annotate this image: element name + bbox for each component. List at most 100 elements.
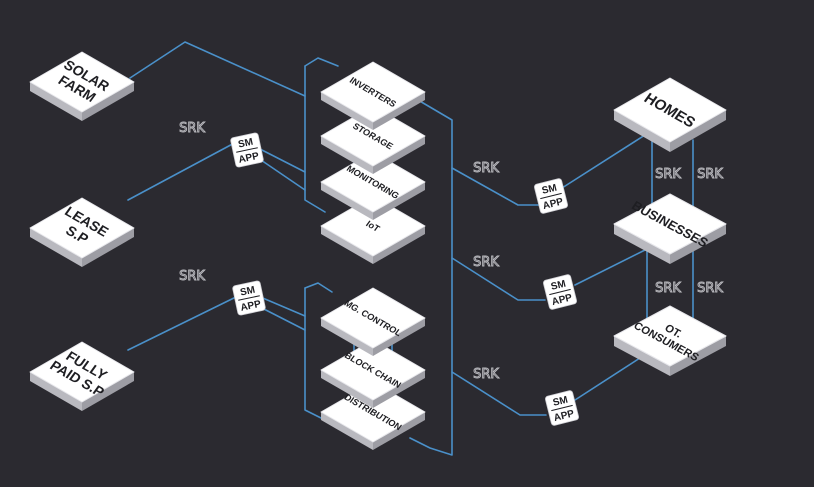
tile-businesses-side-left [614, 224, 670, 264]
frame-bottom-left [304, 287, 326, 421]
sm-app-badge-ot-divider [551, 404, 573, 412]
tile-homes-top [613, 77, 727, 143]
tile-distribution-top [320, 381, 426, 443]
srk-label-9: SRK [697, 281, 723, 296]
sm-app-badge-homes-line1: SM [541, 183, 558, 197]
tile-lease-sp-side-right [82, 228, 134, 267]
tile-storage-side-left [321, 136, 373, 174]
tile-lease-sp-side-left [30, 228, 82, 267]
tile-inverters-top [320, 61, 426, 123]
link-bus-badge-1 [451, 167, 541, 206]
link-bus-badge-3 [451, 371, 547, 416]
tile-mg-control: MG. CONTROL [320, 287, 426, 356]
link-badge-businesses [574, 249, 646, 286]
tile-iot-side-right [373, 226, 425, 264]
tile-mg-control-side-right [373, 318, 425, 356]
frame-top-cap [304, 57, 339, 67]
tile-homes-side-right [670, 110, 726, 152]
frame-bottom-cap [304, 282, 333, 293]
link-bus-badge-2 [451, 257, 546, 301]
sm-app-badge-ot-line2: APP [553, 408, 576, 424]
sm-app-badge-fully-paid-line1: SM [239, 285, 256, 299]
tile-homes-side-left [614, 110, 670, 152]
tile-monitoring-side-left [321, 182, 373, 220]
tile-storage-side-right [373, 136, 425, 174]
srk-label-3: SRK [473, 161, 499, 176]
tile-businesses-side-right [670, 224, 726, 264]
tile-inverters-side-right [373, 92, 425, 130]
tile-distribution: DISTRIBUTION [320, 381, 426, 450]
tile-monitoring-side-right [373, 182, 425, 220]
link-fully-paid-badge-bottom [257, 305, 306, 331]
sm-app-badge-lease-line2: APP [238, 151, 261, 166]
srk-label-5: SRK [473, 367, 499, 382]
link-lease-badge-bottom [257, 157, 306, 191]
frame-top-left [304, 65, 326, 213]
tile-block-chain-top [320, 339, 426, 401]
tile-fully-paid-sp-side-left [30, 372, 82, 411]
output-bus [409, 99, 453, 456]
tile-iot: IoT [320, 195, 426, 264]
sm-app-badge-businesses-line2: APP [551, 292, 574, 308]
tile-storage-top [320, 105, 426, 167]
tile-mg-control-top [320, 287, 426, 349]
tile-inverters-side-left [321, 92, 373, 130]
link-fully-paid [127, 294, 241, 351]
sm-app-badge-ot-line1: SM [552, 395, 569, 409]
tile-lease-sp-top [29, 197, 135, 259]
tile-ot-consumers-top [613, 305, 727, 367]
sm-app-badge-lease-divider [236, 147, 258, 153]
srk-layer: SRK SRK SRK SRK SRK SRK SRK SRK SRK [179, 121, 724, 383]
tile-homes: HOMES [613, 77, 727, 152]
tile-ot-consumers-side-left [614, 336, 670, 376]
tile-distribution-side-left [321, 412, 373, 450]
srk-label-6: SRK [655, 167, 681, 182]
tile-solar-farm-top [29, 51, 135, 113]
sm-app-badge-lease-line1: SM [237, 137, 254, 151]
tile-solar-farm-side-left [30, 82, 82, 121]
tile-fully-paid-sp-side-right [82, 372, 134, 411]
srk-label-1: SRK [179, 121, 205, 136]
tile-solar-farm-side-right [82, 82, 134, 121]
srk-label-8: SRK [655, 281, 681, 296]
sm-app-badge-homes-line2: APP [542, 196, 565, 212]
srk-label-7: SRK [697, 167, 723, 182]
tile-block-chain: BLOCK CHAIN [320, 339, 426, 408]
tile-mg-control-side-left [321, 318, 373, 356]
tile-iot-side-left [321, 226, 373, 264]
srk-label-4: SRK [473, 255, 499, 270]
tile-fully-paid-sp-top [29, 341, 135, 403]
sm-app-badge-fully-paid-line2: APP [240, 299, 263, 314]
tile-distribution-side-right [373, 412, 425, 450]
tile-block-chain-side-left [321, 370, 373, 408]
tile-businesses-top [613, 193, 727, 255]
link-badge-homes [561, 134, 646, 189]
tile-inverters: INVERTERS [320, 61, 426, 130]
link-fully-paid-badge-top [257, 295, 306, 317]
link-lease-badge-top [257, 147, 306, 173]
link-solar-farm [129, 41, 306, 97]
sm-app-badge-businesses-divider [549, 288, 571, 296]
sm-app-badge-fully-paid-divider [238, 295, 260, 301]
link-lease-sp [127, 139, 241, 201]
sm-app-badge-homes-divider [540, 192, 562, 200]
tile-monitoring-top [320, 151, 426, 213]
tile-businesses: BUSINESSES [613, 193, 727, 264]
tile-block-chain-side-right [373, 370, 425, 408]
tile-iot-top [320, 195, 426, 257]
tile-ot-consumers-side-right [670, 336, 726, 376]
srk-label-2: SRK [179, 269, 205, 284]
tile-ot-consumers: OT.CONSUMERS [613, 305, 727, 376]
